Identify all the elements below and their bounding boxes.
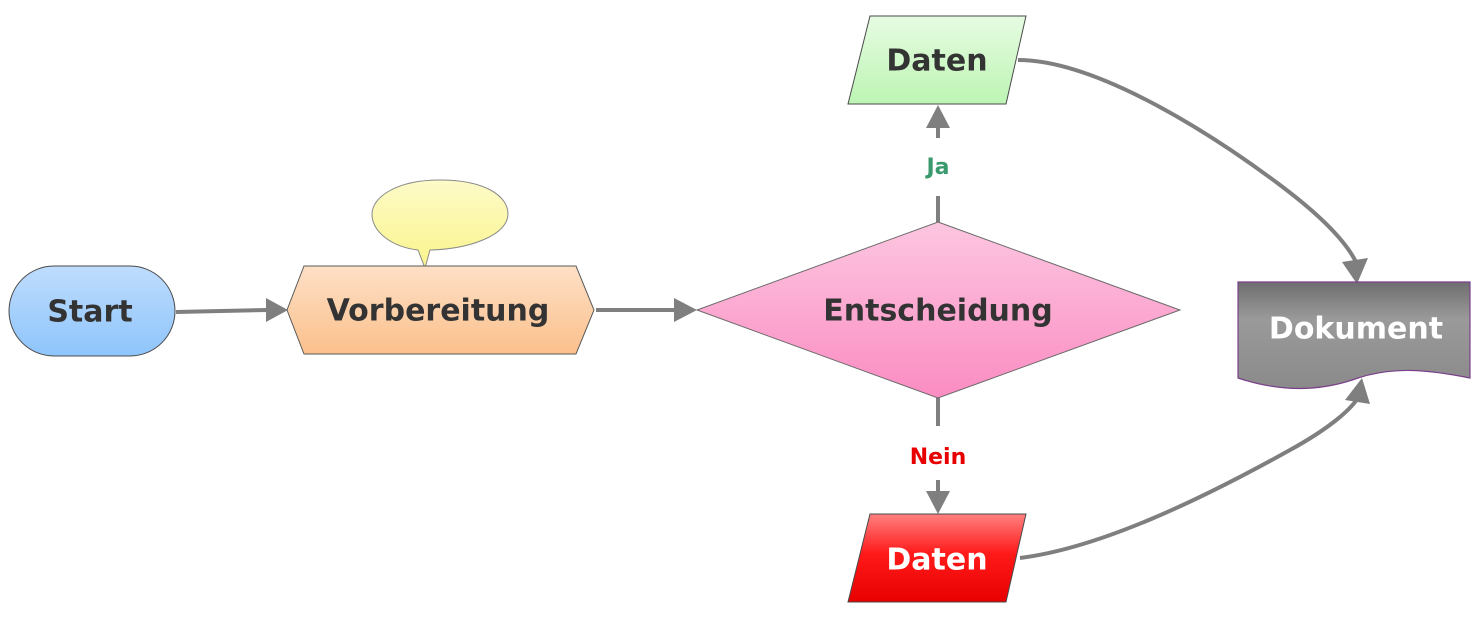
data-no-label: Daten xyxy=(886,543,987,578)
preparation-label: Vorbereitung xyxy=(327,294,550,329)
edge-no-to-document xyxy=(1019,396,1360,560)
document-node[interactable]: Dokument xyxy=(1237,281,1471,390)
edge-start-to-prep xyxy=(175,308,269,314)
connectors xyxy=(175,58,1370,560)
arrowhead-yes-to-document xyxy=(1342,258,1368,284)
data-node-no[interactable]: Daten xyxy=(847,513,1027,603)
callout-bubble[interactable] xyxy=(371,179,509,270)
data-yes-label: Daten xyxy=(886,44,987,79)
decision-label: Entscheidung xyxy=(823,294,1052,329)
arrowhead-prep-to-decision xyxy=(674,298,697,322)
preparation-node[interactable]: Vorbereitung xyxy=(286,265,595,355)
branch-label-yes: Ja xyxy=(924,155,949,180)
arrowhead-decision-to-no xyxy=(926,491,950,514)
arrowhead-start-to-prep xyxy=(266,298,288,322)
document-label: Dokument xyxy=(1269,312,1443,347)
arrowhead-decision-to-yes xyxy=(926,105,950,128)
arrowhead-no-to-document xyxy=(1345,378,1370,404)
decision-node[interactable]: Entscheidung xyxy=(695,221,1182,399)
data-node-yes[interactable]: Daten xyxy=(847,15,1027,105)
branch-label-no: Nein xyxy=(910,445,967,470)
edge-yes-to-document xyxy=(1017,58,1358,263)
start-node[interactable]: Start xyxy=(8,265,176,357)
start-label: Start xyxy=(47,295,132,330)
